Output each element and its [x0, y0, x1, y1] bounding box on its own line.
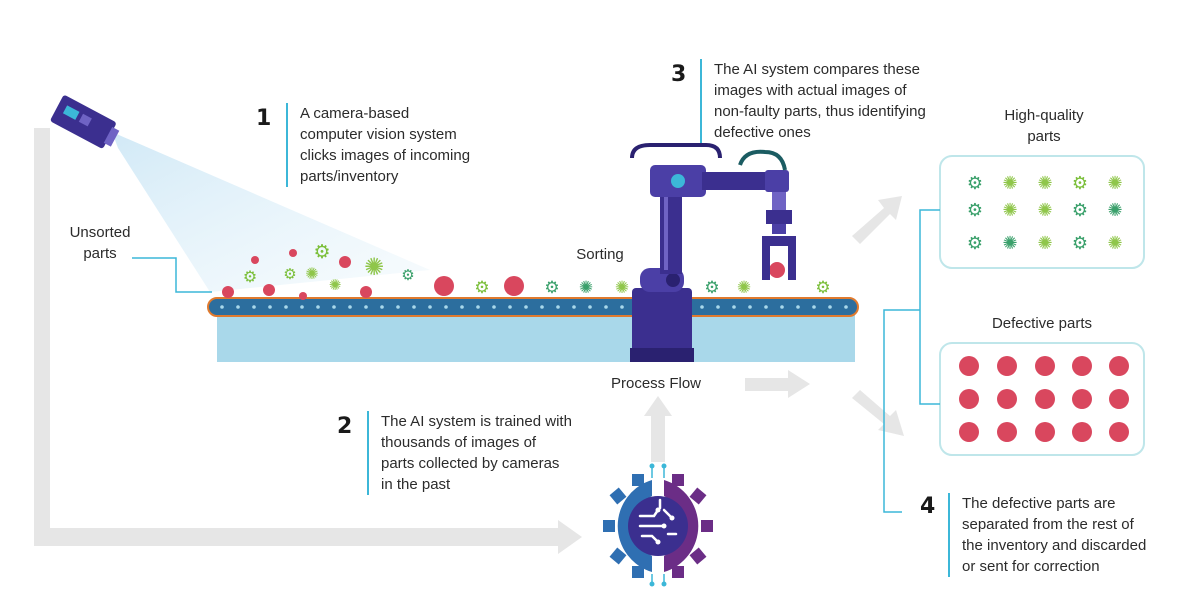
camera-icon: [50, 95, 120, 149]
svg-text:✺: ✺: [329, 276, 342, 294]
svg-text:⚙: ⚙: [313, 241, 330, 263]
svg-text:⚙: ⚙: [704, 278, 719, 298]
step-3-line: images with actual images of: [714, 82, 907, 99]
robot-arm-icon: [630, 143, 796, 362]
svg-text:⚙: ⚙: [967, 173, 983, 194]
flow-arrow-up-right: [852, 196, 902, 244]
svg-text:✺: ✺: [1037, 233, 1052, 254]
step-1-line: clicks images of incoming: [300, 147, 471, 164]
step-3-line: The AI system compares these: [714, 61, 920, 78]
step-3-line: defective ones: [714, 124, 811, 141]
svg-text:✺: ✺: [615, 278, 629, 298]
unsorted-line-2: parts: [83, 245, 117, 262]
svg-text:⚙: ⚙: [243, 267, 257, 286]
flow-arrow-right: [745, 370, 810, 398]
panel-connectors: [883, 209, 940, 513]
svg-text:✺: ✺: [1037, 173, 1052, 194]
svg-text:✺: ✺: [579, 278, 593, 298]
svg-text:✺: ✺: [305, 264, 318, 283]
svg-text:⚙: ⚙: [1072, 233, 1088, 254]
svg-text:✺: ✺: [1037, 200, 1052, 221]
svg-text:⚙: ⚙: [967, 233, 983, 254]
svg-text:⚙: ⚙: [544, 278, 559, 298]
svg-text:✺: ✺: [1107, 200, 1122, 221]
step-4-line: or sent for correction: [962, 558, 1100, 575]
unsorted-parts: [222, 249, 785, 300]
ai-gear-chip-icon: [603, 463, 713, 587]
step-1-text: A camera-based computer vision system cl…: [286, 103, 520, 187]
svg-text:⚙: ⚙: [967, 200, 983, 221]
high-quality-line-2: parts: [1027, 128, 1061, 145]
step-4-line: separated from the rest of: [962, 516, 1134, 533]
flow-arrow-down-right: [852, 390, 904, 436]
high-quality-label: High-quality parts: [974, 105, 1114, 147]
step-1-line: parts/inventory: [300, 168, 399, 185]
step-2-line: in the past: [381, 476, 451, 493]
svg-text:✺: ✺: [1002, 200, 1017, 221]
svg-text:✺: ✺: [1107, 173, 1122, 194]
svg-text:✺: ✺: [1107, 233, 1122, 254]
svg-text:⚙: ⚙: [1072, 173, 1088, 194]
camera-beam: [112, 132, 430, 292]
step-2-line: thousands of images of: [381, 434, 537, 451]
svg-text:✺: ✺: [737, 278, 751, 298]
svg-text:⚙: ⚙: [283, 265, 296, 283]
step-2-text: The AI system is trained with thousands …: [367, 411, 621, 495]
step-1-line: A camera-based: [300, 105, 410, 122]
svg-text:⚙: ⚙: [401, 266, 414, 284]
svg-text:✺: ✺: [364, 253, 384, 281]
step-4-number: 4: [920, 494, 936, 519]
step-3-text: The AI system compares these images with…: [700, 59, 972, 143]
svg-text:✺: ✺: [1002, 233, 1017, 254]
svg-text:⚙: ⚙: [474, 278, 489, 298]
step-1-number: 1: [256, 106, 272, 131]
step-4-line: The defective parts are: [962, 495, 1116, 512]
sorting-label: Sorting: [576, 246, 624, 263]
unsorted-line-1: Unsorted: [69, 224, 131, 241]
high-quality-panel: ⚙ ✺ ✺ ⚙ ✺ ⚙ ✺ ✺ ⚙ ✺ ⚙ ✺ ✺ ⚙ ✺: [939, 155, 1145, 269]
process-flow-label: Process Flow: [610, 375, 702, 392]
step-1-line: computer vision system: [300, 126, 457, 143]
unsorted-parts-label: Unsorted parts: [50, 222, 150, 264]
step-2-number: 2: [337, 414, 353, 439]
step-3-line: non-faulty parts, thus identifying: [714, 103, 926, 120]
svg-text:✺: ✺: [1002, 173, 1017, 194]
high-quality-line-1: High-quality: [1004, 107, 1084, 124]
step-2-line: The AI system is trained with: [381, 413, 572, 430]
step-3-number: 3: [671, 62, 687, 87]
defective-panel: [939, 342, 1145, 456]
flow-arrow-left: [34, 128, 582, 554]
step-2-line: parts collected by cameras: [381, 455, 560, 472]
svg-text:⚙: ⚙: [1072, 200, 1088, 221]
conveyor: [207, 297, 859, 362]
flow-arrow-up: [644, 396, 672, 462]
unsorted-leader: [132, 257, 212, 293]
step-4-text: The defective parts are separated from t…: [948, 493, 1198, 577]
step-4-line: the inventory and discarded: [962, 537, 1147, 554]
svg-text:⚙: ⚙: [815, 278, 830, 298]
gear-icon: ⚙ ⚙ ✺ ⚙ ✺ ✺ ⚙ ⚙ ⚙ ✺ ✺ ⚙ ✺ ⚙: [243, 241, 831, 298]
defective-label: Defective parts: [991, 315, 1093, 332]
